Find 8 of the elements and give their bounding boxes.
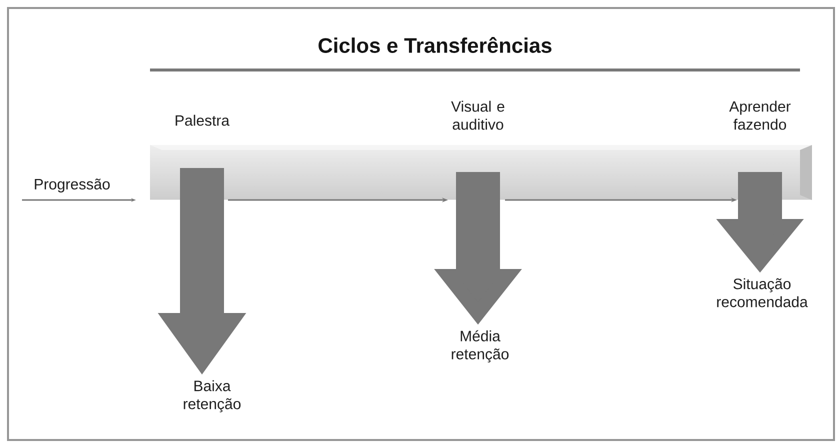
stage-label: Aprender fazendo xyxy=(729,100,791,130)
stage-label: Situação recomendada xyxy=(717,278,808,308)
stage-label: Média retenção xyxy=(452,330,509,362)
stage-label: Baixa retenção xyxy=(184,380,241,412)
stage-label: Palestra xyxy=(176,114,230,126)
stage-label: Visual e auditivo xyxy=(451,100,504,130)
axis-label: Progressão xyxy=(34,178,110,192)
title: Ciclos e Transferências xyxy=(318,37,552,53)
